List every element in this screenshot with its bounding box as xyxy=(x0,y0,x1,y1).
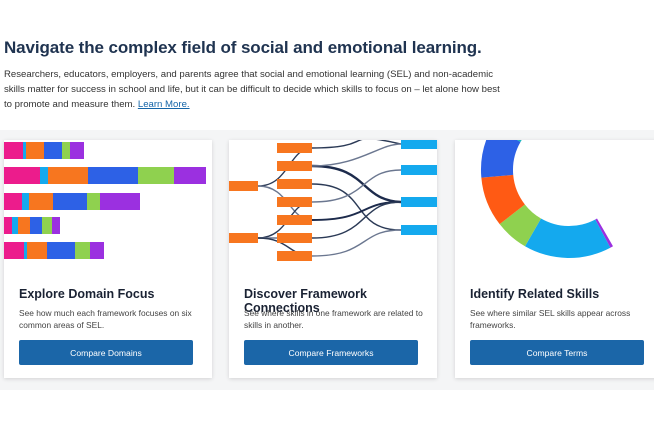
intro-description: Researchers, educators, employers, and p… xyxy=(4,69,500,110)
bar-segment xyxy=(4,217,12,234)
left-node xyxy=(229,181,258,191)
middle-node xyxy=(277,215,312,225)
bar-segment xyxy=(4,242,24,259)
bar-segment xyxy=(52,217,60,234)
compare-terms-button[interactable]: Compare Terms xyxy=(470,340,644,365)
intro-text: Researchers, educators, employers, and p… xyxy=(4,67,504,112)
donut-slice xyxy=(481,140,521,178)
bar-segment xyxy=(30,217,42,234)
bar-segment xyxy=(24,242,27,259)
link xyxy=(311,229,402,257)
link xyxy=(311,169,402,203)
middle-node xyxy=(277,251,312,261)
page-title: Navigate the complex field of social and… xyxy=(4,38,482,57)
middle-node xyxy=(277,143,312,153)
card-framework-connections: Discover Framework Connections See where… xyxy=(229,140,437,378)
right-node xyxy=(401,165,437,175)
bar-segment xyxy=(87,193,100,210)
bar-segment xyxy=(53,193,87,210)
bar-segment xyxy=(4,142,23,159)
card-description: See where similar SEL skills appear acro… xyxy=(470,308,631,330)
bar-segment xyxy=(44,142,62,159)
card-title: Explore Domain Focus xyxy=(19,287,155,301)
right-node xyxy=(401,225,437,235)
bar-segment xyxy=(12,217,18,234)
link xyxy=(311,164,402,204)
framework-connections-illustration xyxy=(229,140,437,261)
donut-slice xyxy=(481,174,525,225)
right-node xyxy=(401,140,437,149)
learn-more-link[interactable]: Learn More. xyxy=(137,99,190,110)
bar-segment xyxy=(42,217,52,234)
card-title: Identify Related Skills xyxy=(470,287,600,301)
bar-segment xyxy=(90,242,104,259)
bar-segment xyxy=(48,167,88,184)
donut-slice xyxy=(517,140,522,142)
card-domain-focus: Explore Domain Focus See how much each f… xyxy=(4,140,212,378)
bar-segment xyxy=(70,142,84,159)
bar-segment xyxy=(23,142,26,159)
middle-node xyxy=(277,197,312,207)
compare-frameworks-button[interactable]: Compare Frameworks xyxy=(244,340,418,365)
bar-segment xyxy=(138,167,174,184)
bar-segment xyxy=(62,142,70,159)
donut-slice xyxy=(525,218,611,258)
bar-segment xyxy=(100,193,140,210)
middle-node xyxy=(277,161,312,171)
bar-segment xyxy=(18,217,30,234)
left-node xyxy=(229,233,258,243)
bar-segment xyxy=(26,142,44,159)
bar-segment xyxy=(174,167,206,184)
compare-domains-button[interactable]: Compare Domains xyxy=(19,340,193,365)
bar-segment xyxy=(27,242,47,259)
bar-segment xyxy=(4,167,40,184)
donut-slice xyxy=(595,218,613,248)
link xyxy=(311,201,402,239)
link xyxy=(311,140,402,149)
right-node xyxy=(401,197,437,207)
card-related-skills: Identify Related Skills See where simila… xyxy=(455,140,654,378)
middle-node xyxy=(277,179,312,189)
card-description: See where skills in one framework are re… xyxy=(244,308,423,330)
bar-segment xyxy=(88,167,138,184)
card-title: Discover Framework Connections xyxy=(244,287,367,315)
middle-node xyxy=(277,233,312,243)
bar-segment xyxy=(47,242,75,259)
link xyxy=(311,143,402,167)
bar-segment xyxy=(75,242,90,259)
bar-segment xyxy=(22,193,29,210)
related-skills-donut-illustration xyxy=(481,140,613,258)
bar-segment xyxy=(4,193,22,210)
bar-segment xyxy=(40,167,48,184)
card-description: See how much each framework focuses on s… xyxy=(19,308,192,330)
link xyxy=(311,183,402,231)
bar-segment xyxy=(29,193,53,210)
donut-slice xyxy=(499,204,541,247)
domain-bars-illustration xyxy=(4,142,206,259)
